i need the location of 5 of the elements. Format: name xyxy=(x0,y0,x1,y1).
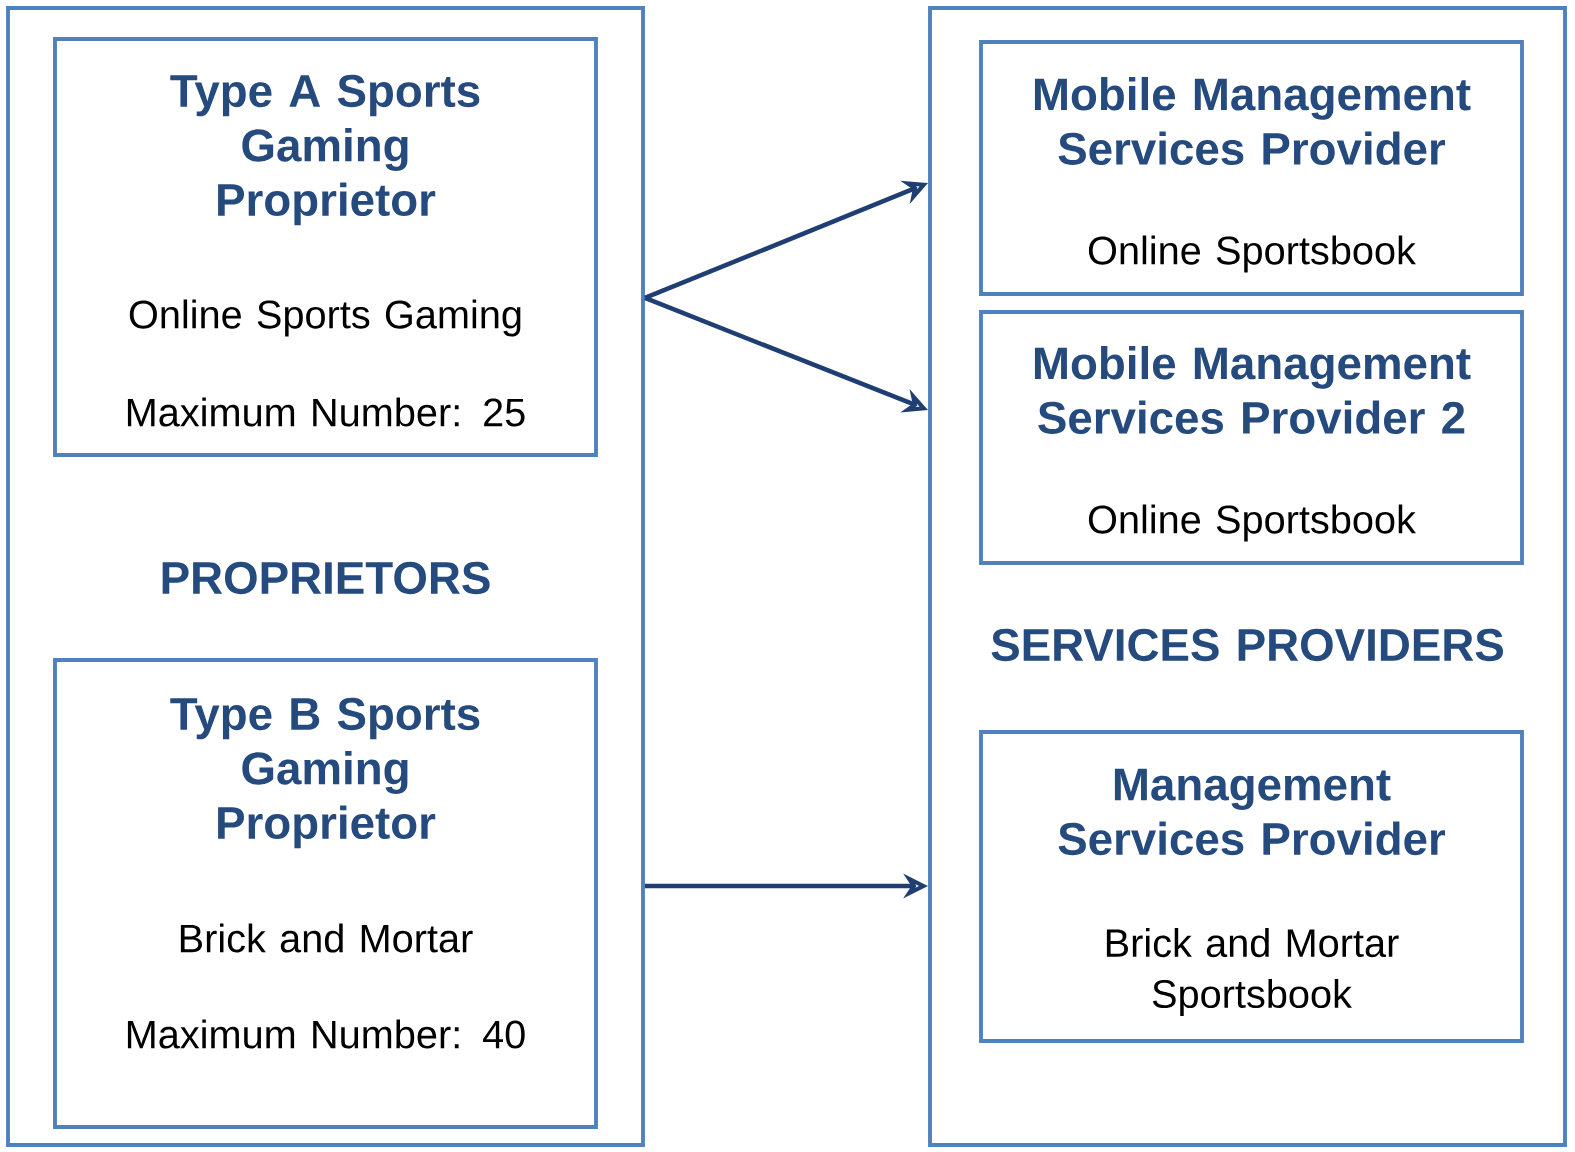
entity-box: Type B Sports Gaming Proprietor Brick and Mortar Maximum Number: 40 xyxy=(53,658,598,1129)
entity-box: Type A Sports Gaming Proprietor Online Sports Gaming Maximum Number: 25 xyxy=(53,37,598,457)
entity-box: Management Services Provider Brick and Mortar Sportsbook xyxy=(979,730,1524,1043)
entity-box: Mobile Management Services Provider 2 Online Sportsbook xyxy=(979,310,1524,565)
entity-box: Mobile Management Services Provider Online Sportsbook xyxy=(979,40,1524,296)
